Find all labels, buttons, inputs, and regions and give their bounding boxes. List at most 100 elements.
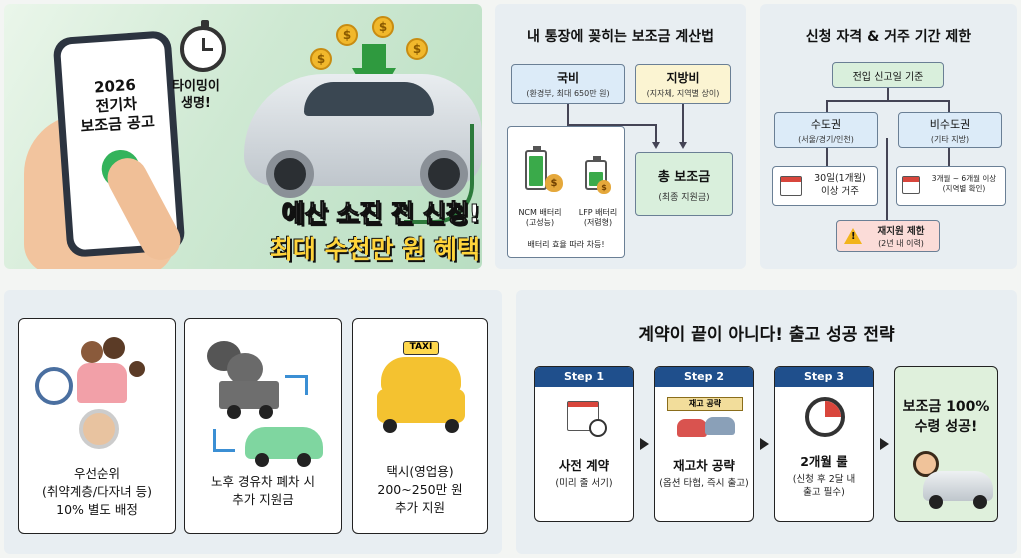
coin-icon: $ [406, 38, 428, 60]
taxi-icon [381, 357, 461, 393]
connector-line [886, 138, 888, 222]
step-2-head: Step 2 [655, 367, 753, 387]
taxi-body [377, 389, 465, 423]
total-label: 총 보조금 [657, 169, 711, 185]
restriction-label: 재지원 제한 [877, 226, 925, 237]
calc-title: 내 통장에 꽂히는 보조금 계산법 [527, 29, 714, 45]
step-card-2: Step 2 재고 공략 재고차 공략 (옵션 타협, 즉시 출고) [654, 366, 754, 522]
taxi-card: TAXI 택시(영업용) 200~250만 원 추가 지원 [352, 318, 488, 534]
car-window [304, 82, 434, 116]
priority-text: 우선순위 (취약계층/다자녀 등) 10% 별도 배정 [42, 466, 152, 517]
connector-line [826, 100, 950, 102]
car-icon [677, 419, 707, 437]
money-arrow [362, 44, 386, 72]
connector-line [567, 104, 569, 126]
elderly-icon [79, 409, 119, 449]
extra-benefits-panel: 우선순위 (취약계층/다자녀 등) 10% 별도 배정 노후 경유차 폐차 시 … [4, 290, 502, 554]
connector-line [567, 124, 655, 126]
chevron-right-icon [640, 438, 649, 450]
national-subsidy-box: 국비 (환경부, 최대 650만 원) [511, 64, 625, 104]
car-wheel [929, 495, 943, 509]
ev-wheel [297, 453, 311, 467]
step-card-3: Step 3 2개월 룰 (신청 후 2달 내 출고 필수) [774, 366, 874, 522]
clock-icon [589, 419, 607, 437]
warning-icon [844, 228, 862, 244]
arrow-icon [652, 142, 660, 149]
step-2-main: 재고차 공략 [673, 458, 735, 473]
step-1-head: Step 1 [535, 367, 633, 387]
lfp-battery-label: LFP 배터리 (저렴형) [578, 208, 618, 227]
step-1-main: 사전 계약 [558, 458, 610, 473]
truck-wheel [227, 405, 241, 419]
local-subsidy-box: 지방비 (지자체, 지역별 상이) [635, 64, 731, 104]
hero-headline-1: 예산 소진 전 신청! [281, 199, 481, 229]
national-sub: (환경부, 최대 650만 원) [526, 89, 610, 98]
hero-headline-2: 최대 수천만 원 혜택 [269, 235, 480, 264]
calendar-icon [902, 176, 920, 194]
local-sub: (지자체, 지역별 상이) [646, 89, 720, 98]
coin-icon: $ [372, 16, 394, 38]
battery-note: 배터리 효율 따라 차등! [527, 240, 605, 249]
connector-line [826, 100, 828, 112]
connector-line [826, 148, 828, 166]
connector-line [948, 100, 950, 112]
inventory-sign: 재고 공략 [667, 397, 743, 411]
capital-label: 수도권 [810, 117, 842, 131]
arrow-icon [679, 142, 687, 149]
step-2-sub: (옵션 타협, 즉시 출고) [659, 478, 749, 489]
eligibility-title: 신청 자격 & 거주 기간 제한 [805, 29, 972, 45]
arrow-icon [305, 375, 308, 395]
smoke-icon [227, 353, 263, 385]
arrow-icon [213, 449, 235, 452]
success-text: 보조금 100% 수령 성공! [902, 399, 990, 435]
wheelchair-icon [35, 367, 73, 405]
capital-sub: (서울/경기/인천) [798, 134, 854, 144]
connector-line [655, 124, 657, 142]
child-icon [129, 361, 145, 377]
connector-line [887, 88, 889, 100]
total-sub: (최종 지원금) [658, 192, 710, 203]
timing-badge: 타이밍이 생명! [172, 79, 220, 111]
calendar-icon [567, 401, 599, 431]
chevron-right-icon [760, 438, 769, 450]
step-1-sub: (미리 줄 서기) [555, 478, 613, 489]
step-card-1: Step 1 사전 계약 (미리 줄 서기) [534, 366, 634, 522]
capital-region-box: 수도권 (서울/경기/인천) [774, 112, 878, 148]
delivery-strategy-panel: 계약이 끝이 아니다! 출고 성공 전략 Step 1 사전 계약 (미리 줄 … [516, 290, 1017, 554]
connector-line [682, 104, 684, 142]
non-capital-region-box: 비수도권 (기타 지방) [898, 112, 1002, 148]
scrappage-text: 노후 경유차 폐차 시 추가 지원금 [211, 474, 315, 507]
step-3-main: 2개월 룰 [800, 454, 848, 469]
family-body [77, 363, 127, 403]
stopwatch-icon [180, 20, 226, 72]
family-icon [81, 341, 103, 363]
connector-line [948, 148, 950, 166]
arrow-icon [213, 429, 216, 451]
ev-wheel [255, 453, 269, 467]
restriction-box [836, 220, 940, 252]
taxi-wheel [383, 419, 397, 433]
arrow-icon [285, 375, 307, 378]
national-label: 국비 [556, 71, 580, 85]
non-capital-label: 비수도권 [929, 117, 971, 131]
taxi-sign: TAXI [403, 341, 439, 355]
chevron-right-icon [880, 438, 889, 450]
taxi-text: 택시(영업용) 200~250만 원 추가 지원 [377, 464, 463, 515]
ncm-battery-label: NCM 배터리 (고성능) [518, 208, 562, 227]
scrappage-card: 노후 경유차 폐차 시 추가 지원금 [184, 318, 342, 534]
taxi-wheel [445, 419, 459, 433]
ncm-battery-icon [525, 146, 547, 190]
total-subsidy-box: 총 보조금 (최종 지원금) [635, 152, 733, 216]
subsidy-calc-panel: 내 통장에 꽂히는 보조금 계산법 국비 (환경부, 최대 650만 원) 지방… [495, 4, 746, 269]
car-wheel [973, 495, 987, 509]
car-wheel [266, 150, 314, 198]
step-3-head: Step 3 [775, 367, 873, 387]
capital-rule: 30일(1개월) 이상 거주 [814, 173, 866, 197]
phone-announcement-title: 2026 전기차 보조금 공고 [79, 75, 156, 136]
car-icon [705, 417, 735, 435]
charging-cable [404, 124, 474, 224]
restriction-sub: (2년 내 이력) [878, 239, 924, 248]
hero-panel: 2026 전기차 보조금 공고 ✓ 타이밍이 생명! $ $ $ $ 예산 소진… [4, 4, 482, 269]
coin-icon: $ [310, 48, 332, 70]
family-icon [103, 337, 125, 359]
